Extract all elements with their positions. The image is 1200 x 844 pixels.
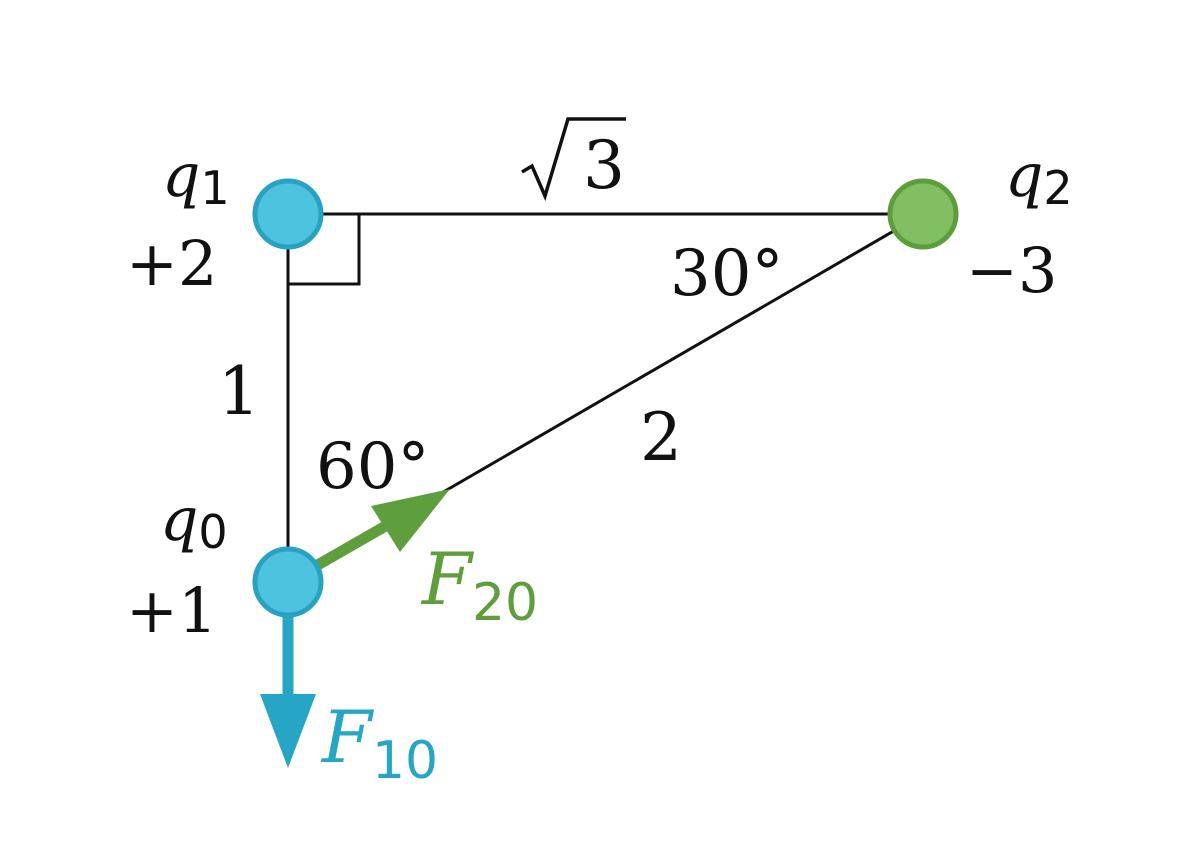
charge-q1: [252, 178, 324, 250]
charge-value-q1: +2: [126, 227, 217, 300]
charge-label-q2: q2: [1005, 141, 1073, 215]
arrowhead-icon: [371, 489, 450, 552]
arrowhead-icon: [260, 694, 316, 768]
angle-at-q2: 30°: [670, 237, 783, 311]
side-length-vertical: 1: [218, 353, 260, 430]
side-length-top: 3: [521, 117, 626, 204]
charge-q0: [252, 546, 324, 618]
charge-q2: [887, 178, 959, 250]
charge-label-q1: q1: [162, 141, 230, 215]
right-angle-marker-icon: [288, 214, 361, 286]
charge-label-q0: q0: [160, 485, 228, 559]
radical-sign-icon: [521, 117, 626, 202]
side-length-top-radicand: 3: [583, 127, 625, 204]
angle-at-q0: 60°: [316, 430, 429, 504]
force-label-f10: F10: [320, 695, 438, 791]
charge-value-q2: −3: [966, 234, 1057, 307]
force-label-f20: F20: [420, 537, 538, 633]
charge-value-q0: +1: [126, 574, 217, 647]
side-length-hypotenuse: 2: [640, 399, 682, 476]
